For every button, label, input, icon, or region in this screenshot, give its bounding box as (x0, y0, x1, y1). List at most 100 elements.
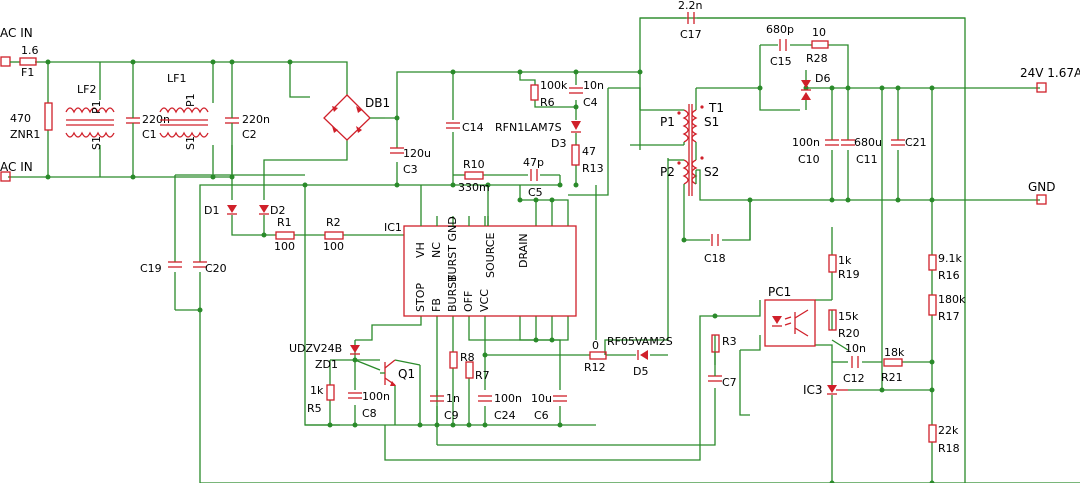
capacitor-C8[interactable]: 100n C8 (348, 390, 390, 420)
resistor-R2[interactable]: R2 100 (323, 216, 344, 253)
svg-text:10u: 10u (531, 392, 552, 405)
resistor-R10[interactable]: R10 330m (458, 158, 490, 194)
resistor-R1[interactable]: R1 100 (274, 216, 295, 253)
svg-text:R10: R10 (463, 158, 485, 171)
resistor-R6[interactable]: 100k R6 (530, 79, 568, 109)
svg-text:220n: 220n (242, 113, 270, 126)
resistor-R19[interactable]: 1k R19 (828, 254, 860, 281)
resistor-R13[interactable]: 47 R13 (571, 144, 604, 175)
capacitor-C1[interactable]: 220n C1 (126, 105, 170, 145)
svg-text:BURST GND: BURST GND (446, 216, 459, 282)
svg-text:10: 10 (812, 26, 826, 39)
varistor-ZNR1[interactable]: 470 ZNR1 (10, 102, 53, 141)
svg-text:1.6: 1.6 (21, 44, 39, 57)
svg-text:P1: P1 (660, 115, 675, 129)
svg-text:470: 470 (10, 112, 31, 125)
svg-text:C10: C10 (798, 153, 820, 166)
svg-text:100: 100 (323, 240, 344, 253)
svg-text:100k: 100k (540, 79, 568, 92)
capacitor-C21[interactable]: C21 (891, 136, 927, 149)
svg-text:330m: 330m (458, 181, 490, 194)
svg-text:2.2n: 2.2n (678, 0, 702, 12)
svg-text:1k: 1k (310, 384, 324, 397)
port-gnd[interactable]: GND (1028, 180, 1056, 205)
ic-ref: IC1 (384, 221, 402, 234)
diode-D5[interactable]: RF05VAM2S D5 (607, 335, 673, 378)
resistor-R17[interactable]: 180k R17 (928, 293, 966, 323)
svg-text:1n: 1n (446, 392, 460, 405)
capacitor-C17[interactable]: 2.2n C17 (678, 0, 702, 41)
svg-text:D6: D6 (815, 72, 830, 85)
svg-text:100: 100 (274, 240, 295, 253)
svg-text:R20: R20 (838, 327, 860, 340)
shunt-regulator-IC3[interactable]: IC3 (803, 383, 848, 397)
svg-text:R7: R7 (475, 369, 490, 382)
capacitor-C12[interactable]: 10n C12 (843, 342, 866, 385)
svg-text:NC: NC (430, 242, 443, 258)
choke-LF2[interactable]: LF2 P1 S1 (65, 83, 115, 150)
capacitor-C20[interactable]: C20 (193, 261, 227, 275)
capacitor-C11[interactable]: 680u C11 (841, 136, 882, 166)
svg-text:S2: S2 (704, 165, 719, 179)
resistor-R7[interactable]: R7 (465, 361, 490, 382)
capacitor-C7[interactable]: C7 (708, 352, 737, 389)
svg-text:18k: 18k (884, 346, 905, 359)
capacitor-C19[interactable]: C19 (140, 261, 182, 275)
diode-D2[interactable]: D2 (259, 204, 285, 217)
svg-text:LF1: LF1 (167, 72, 186, 85)
resistor-R21[interactable]: 18k R21 (881, 346, 905, 384)
diode-D1[interactable]: D1 (204, 204, 237, 217)
resistor-R20[interactable]: 15k R20 (828, 309, 860, 340)
port-ac-in-1[interactable]: AC IN (0, 26, 33, 67)
svg-text:F1: F1 (21, 66, 34, 79)
svg-text:220n: 220n (142, 113, 170, 126)
capacitor-C5[interactable]: 47p C5 (523, 156, 544, 199)
svg-text:P1: P1 (184, 93, 197, 107)
svg-text:Q1: Q1 (398, 367, 415, 381)
svg-text:C9: C9 (444, 409, 459, 422)
transformer-T1[interactable]: T1 P1 S1 P2 S2 (640, 88, 724, 196)
capacitor-C4[interactable]: 10n C4 (569, 79, 604, 109)
svg-text:9.1k: 9.1k (938, 252, 962, 265)
port-ac-in-2[interactable]: AC IN (0, 160, 33, 182)
svg-text:C7: C7 (722, 376, 737, 389)
svg-text:R16: R16 (938, 269, 960, 282)
diode-D3[interactable]: RFN1LAM7S D3 (495, 121, 581, 150)
capacitor-C24[interactable]: 100n C24 (478, 392, 522, 422)
svg-text:VCC: VCC (478, 289, 491, 312)
resistor-R28[interactable]: 10 R28 (806, 26, 829, 65)
zener-ZD1[interactable]: UDZV24B ZD1 (289, 342, 360, 371)
svg-text:PC1: PC1 (768, 285, 791, 299)
svg-text:C11: C11 (856, 153, 878, 166)
svg-text:680p: 680p (766, 23, 794, 36)
capacitor-C10[interactable]: 100n C10 (792, 136, 839, 166)
capacitor-C3[interactable]: 120u C3 (390, 147, 431, 176)
port-24v-output[interactable]: 24V 1.67A (1020, 66, 1080, 93)
svg-text:R8: R8 (460, 351, 475, 364)
ic-IC1[interactable]: IC1 VH NC BURST GND SOURCE DRAIN STOP FB… (384, 185, 577, 317)
capacitor-C18[interactable]: C18 (704, 234, 726, 265)
capacitor-C6[interactable]: 10u C6 (531, 392, 567, 422)
capacitor-C2[interactable]: 220n C2 (225, 105, 270, 177)
transistor-Q1[interactable]: Q1 (380, 359, 415, 386)
resistor-R5[interactable]: 1k R5 (307, 384, 335, 415)
svg-text:ZNR1: ZNR1 (10, 128, 40, 141)
fuse-F1[interactable]: 1.6 F1 (19, 44, 39, 79)
svg-text:R19: R19 (838, 268, 860, 281)
resistor-R18[interactable]: 22k R18 (928, 424, 960, 455)
capacitor-C15[interactable]: 680p C15 (766, 23, 794, 68)
resistor-R12[interactable]: 0 R12 (584, 339, 607, 374)
bridge-DB1[interactable]: DB1 (323, 94, 390, 141)
svg-text:DB1: DB1 (365, 96, 390, 110)
resistor-R16[interactable]: 9.1k R16 (928, 252, 962, 282)
svg-text:R6: R6 (540, 96, 555, 109)
resistor-R3[interactable]: R3 (711, 334, 737, 353)
diode-D6[interactable]: D6 (801, 72, 830, 100)
capacitor-C9[interactable]: 1n C9 (430, 390, 460, 422)
svg-text:C4: C4 (583, 96, 598, 109)
resistor-R8[interactable]: R8 (449, 351, 475, 369)
capacitor-C14[interactable]: C14 (446, 121, 484, 134)
choke-LF1[interactable]: LF1 P1 S1 (159, 72, 209, 150)
optocoupler-PC1[interactable]: PC1 (764, 285, 816, 347)
svg-text:R17: R17 (938, 310, 960, 323)
